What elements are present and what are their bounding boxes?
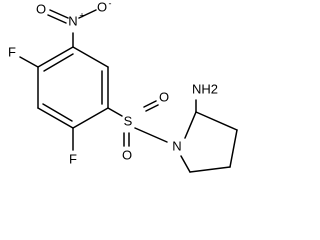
pyrrolidine-bond-c2-c3 — [195, 111, 238, 131]
bond-sulfur-o-top — [143, 100, 157, 108]
bond-ring-to-fluorine-top — [19, 56, 39, 68]
ring-bond-c6-c1 — [37, 46, 74, 68]
ring-bond-c4-c5 — [37, 107, 74, 129]
amine-label: NH2 — [192, 81, 218, 96]
ring-bond-c6-c1-inner — [43, 53, 74, 72]
chemical-structure: O N + O - F F S O O N NH2 — [8, 0, 238, 173]
bond-ring-to-sulfur — [107, 107, 123, 117]
pyrrolidine-bond-c5-n — [180, 155, 191, 173]
ring-bond-c3-c4 — [72, 107, 109, 129]
pyrrolidine-bond-n-c2 — [184, 111, 197, 139]
nitro-oxygen-left-label: O — [36, 1, 46, 16]
bond-nitro-n-o-right — [78, 9, 97, 19]
bond-nitro-n-o-left-double — [47, 14, 67, 24]
fluorine-bottom-label: F — [69, 151, 77, 166]
pyrrolidine-bond-c4-c5 — [189, 166, 231, 173]
bond-sulfur-o-top-double — [145, 104, 159, 112]
sulfur-label: S — [124, 113, 133, 128]
fluorine-top-label: F — [8, 44, 16, 59]
pyrrolidine-ring — [180, 111, 238, 173]
sulfonyl-oxygen-top-label: O — [159, 89, 169, 104]
sulfonyl-oxygen-bottom-label: O — [122, 147, 132, 162]
bond-sulfur-ring-n — [134, 127, 168, 143]
pyrrolidine-bond-c3-c4 — [229, 129, 238, 168]
nitro-oxygen-right-charge: - — [109, 0, 112, 8]
ring-bond-c4-c5-inner — [42, 103, 73, 122]
nitro-nitrogen-charge: + — [79, 10, 84, 20]
ring-bond-c1-c2 — [72, 46, 109, 68]
nitro-oxygen-right-label: O — [97, 0, 107, 14]
benzene-ring — [37, 46, 109, 129]
bond-nitro-n-o-left — [49, 9, 69, 19]
pyrrolidine-nitrogen-label: N — [172, 138, 181, 153]
nitro-nitrogen-label: N — [68, 13, 77, 28]
